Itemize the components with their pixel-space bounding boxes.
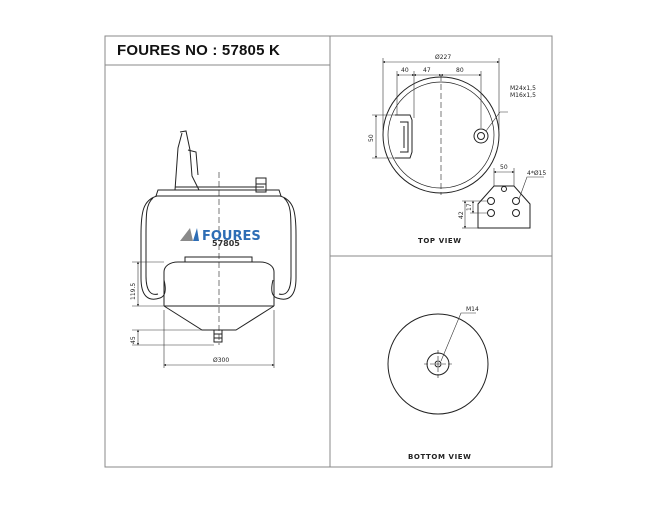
drawing-frame [104, 35, 553, 468]
top-view-dimensions [372, 58, 508, 159]
dim-bolt1-label: M24x1,5 [510, 85, 536, 92]
rubber-bellow [140, 195, 297, 300]
mounting-plate-detail [477, 185, 531, 229]
foures-logo: FOURES 57805 [180, 228, 261, 248]
dim-bolt2-label: M16x1,5 [510, 92, 536, 99]
logo-mark-icon [180, 228, 193, 241]
dim-piston-label: 45 [130, 336, 137, 344]
top-bracket [395, 114, 413, 159]
dim-holes-label: 4*Ø15 [527, 170, 546, 177]
bottom-view [387, 313, 489, 415]
logo-brand-text: FOURES [202, 229, 261, 244]
dim-b-label: 47 [423, 67, 431, 74]
dim-diameter-label: Ø300 [213, 357, 229, 364]
dim-height-label: 119.5 [130, 283, 137, 300]
dim-plate-h1-label: 17 [466, 203, 473, 211]
side-view-dimensions [132, 261, 275, 368]
bottom-outline [387, 313, 489, 415]
side-view [140, 130, 297, 345]
logo-model-text: 57805 [212, 239, 240, 248]
part-number-title: FOURES NO : 57805 K [117, 42, 281, 59]
dim-plate-w-label: 50 [500, 164, 508, 171]
top-bolt [473, 128, 489, 144]
dim-thread-label: M14 [466, 306, 479, 313]
bottom-dimensions [440, 312, 476, 362]
dim-outer-label: Ø227 [435, 54, 451, 61]
mounting-bracket [174, 130, 267, 193]
bottom-view-label: BOTTOM VIEW [408, 453, 471, 461]
dim-bracket-h-label: 50 [368, 134, 375, 142]
logo-mark-accent-icon [193, 228, 199, 241]
plate-dimensions [462, 168, 544, 229]
dim-plate-h2-label: 42 [458, 211, 465, 219]
dim-c-label: 80 [456, 67, 464, 74]
top-view-label: TOP VIEW [418, 237, 462, 245]
top-view [382, 75, 500, 195]
dim-a-label: 40 [401, 67, 409, 74]
